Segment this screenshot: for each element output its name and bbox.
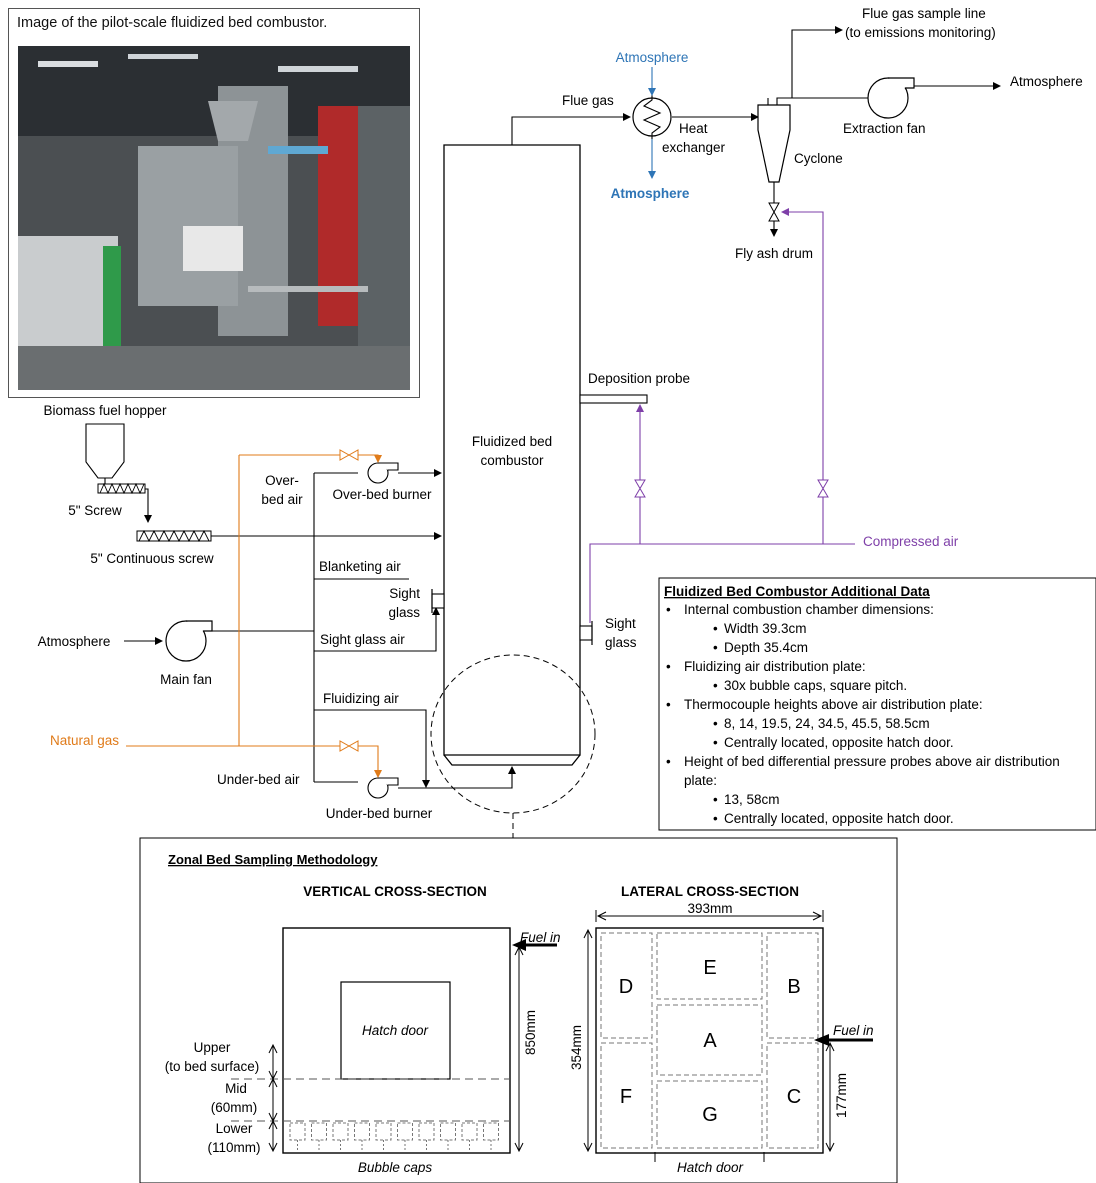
additional-data-box: Fluidized Bed Combustor Additional Data … <box>659 578 1096 830</box>
sight-glass-right-label-2: glass <box>605 635 637 650</box>
dim-354: 354mm <box>569 1025 584 1070</box>
additional-data-item: Centrally located, opposite hatch door. <box>724 735 954 750</box>
blanketing-air-label: Blanketing air <box>319 559 401 574</box>
heat-exchanger: Atmosphere Atmosphere Heat exchanger <box>611 50 726 201</box>
atmosphere-blue-top: Atmosphere <box>616 50 689 65</box>
main-fan-label: Main fan <box>160 672 212 687</box>
bubble-caps-label: Bubble caps <box>358 1160 433 1175</box>
zone-f: F <box>620 1086 632 1108</box>
sample-line-label-2: (to emissions monitoring) <box>845 25 996 40</box>
zone-d: D <box>619 976 633 998</box>
upper-label-1: Upper <box>194 1040 231 1055</box>
zone-c: C <box>787 1086 801 1108</box>
fuel-in-lateral: Fuel in <box>833 1023 874 1038</box>
mid-label-1: Mid <box>225 1081 247 1096</box>
atmosphere-left-label: Atmosphere <box>38 634 111 649</box>
dim-393: 393mm <box>687 901 732 916</box>
svg-text:•: • <box>666 697 671 712</box>
air-distribution: Over- bed air Blanketing air Sight glass… <box>212 473 512 788</box>
sight-glass-air-label: Sight glass air <box>320 632 405 647</box>
natural-gas-label: Natural gas <box>50 733 119 748</box>
biomass-hopper-label: Biomass fuel hopper <box>43 403 167 418</box>
dim-850: 850mm <box>523 1010 538 1055</box>
over-bed-air-label-1: Over- <box>265 473 299 488</box>
cyclone-label: Cyclone <box>794 151 843 166</box>
main-fan: Atmosphere Main fan <box>38 621 212 687</box>
dim-177: 177mm <box>834 1073 849 1118</box>
zoom-circle <box>431 655 595 838</box>
zone-a: A <box>703 1030 717 1052</box>
mid-label-2: (60mm) <box>211 1100 258 1115</box>
svg-text:•: • <box>713 640 718 655</box>
zone-b: B <box>787 976 800 998</box>
continuous-screw-label: 5" Continuous screw <box>90 551 214 566</box>
additional-data-item: 8, 14, 19.5, 24, 34.5, 45.5, 58.5cm <box>724 716 930 731</box>
additional-data-item: Fluidizing air distribution plate: <box>684 659 866 674</box>
under-bed-burner: Under-bed burner <box>326 778 433 821</box>
hatch-door-bottom-label: Hatch door <box>677 1160 744 1175</box>
sight-glass-right: Sight glass <box>580 616 637 650</box>
additional-data-item: 30x bubble caps, square pitch. <box>724 678 907 693</box>
additional-data-title: Fluidized Bed Combustor Additional Data <box>664 584 930 599</box>
additional-data-item: Height of bed differential pressure prob… <box>684 754 1060 769</box>
svg-text:•: • <box>713 735 718 750</box>
under-bed-air-label: Under-bed air <box>217 772 300 787</box>
zone-g: G <box>702 1104 718 1126</box>
extraction-fan-label: Extraction fan <box>843 121 926 136</box>
heat-exchanger-label-1: Heat <box>679 121 708 136</box>
fbc-label-2: combustor <box>480 453 544 468</box>
additional-data-item: Centrally located, opposite hatch door. <box>724 811 954 826</box>
heat-exchanger-label-2: exchanger <box>662 140 726 155</box>
sample-line-label-1: Flue gas sample line <box>862 6 986 21</box>
zonal-title: Zonal Bed Sampling Methodology <box>168 852 378 867</box>
cyclone: Cyclone Fly ash drum <box>735 98 843 261</box>
over-bed-air-label-2: bed air <box>261 492 303 507</box>
additional-data-item: Internal combustion chamber dimensions: <box>684 602 934 617</box>
svg-text:•: • <box>713 811 718 826</box>
deposition-probe-label: Deposition probe <box>588 371 690 386</box>
fuel-in-vertical: Fuel in <box>520 930 561 945</box>
compressed-air-lines: Compressed air <box>590 212 959 623</box>
additional-data-item: Width 39.3cm <box>724 621 807 636</box>
lateral-title: LATERAL CROSS-SECTION <box>621 884 799 899</box>
additional-data-item: Depth 35.4cm <box>724 640 808 655</box>
fly-ash-drum-label: Fly ash drum <box>735 246 813 261</box>
fluidized-bed-combustor: Fluidized bed combustor <box>444 145 580 765</box>
svg-text:•: • <box>713 792 718 807</box>
lower-label-1: Lower <box>216 1121 253 1136</box>
over-bed-burner-label: Over-bed burner <box>332 487 432 502</box>
extraction-fan: Atmosphere Extraction fan <box>790 74 1083 136</box>
fbc-label-1: Fluidized bed <box>472 434 552 449</box>
atmosphere-top-right: Atmosphere <box>1010 74 1083 89</box>
zone-e: E <box>703 957 716 979</box>
sight-glass-right-label-1: Sight <box>605 616 636 631</box>
additional-data-item: 13, 58cm <box>724 792 780 807</box>
svg-text:•: • <box>666 754 671 769</box>
fuel-feed: Biomass fuel hopper 5" Screw 5" Continuo… <box>43 403 441 566</box>
svg-text:•: • <box>713 716 718 731</box>
additional-data-item: Thermocouple heights above air distribut… <box>684 697 983 712</box>
over-bed-burner: Over-bed burner <box>332 463 432 502</box>
natural-gas-lines: Natural gas <box>50 450 378 777</box>
under-bed-burner-label: Under-bed burner <box>326 806 433 821</box>
svg-text:•: • <box>666 602 671 617</box>
lower-label-2: (110mm) <box>207 1140 260 1155</box>
upper-label-2: (to bed surface) <box>165 1059 260 1074</box>
hatch-door-label: Hatch door <box>362 1023 429 1038</box>
vertical-title: VERTICAL CROSS-SECTION <box>303 884 487 899</box>
atmosphere-blue-bottom: Atmosphere <box>611 186 690 201</box>
flue-gas-label: Flue gas <box>562 93 614 108</box>
compressed-air-label: Compressed air <box>863 534 959 549</box>
additional-data-item: plate: <box>684 773 717 788</box>
deposition-probe: Deposition probe <box>580 371 690 403</box>
svg-text:•: • <box>713 621 718 636</box>
sight-glass-left-label-1: Sight <box>389 586 420 601</box>
fluidizing-air-label: Fluidizing air <box>323 691 399 706</box>
svg-text:•: • <box>666 659 671 674</box>
screw-5-label: 5" Screw <box>68 503 122 518</box>
sight-glass-left-label-2: glass <box>388 605 420 620</box>
svg-text:•: • <box>713 678 718 693</box>
